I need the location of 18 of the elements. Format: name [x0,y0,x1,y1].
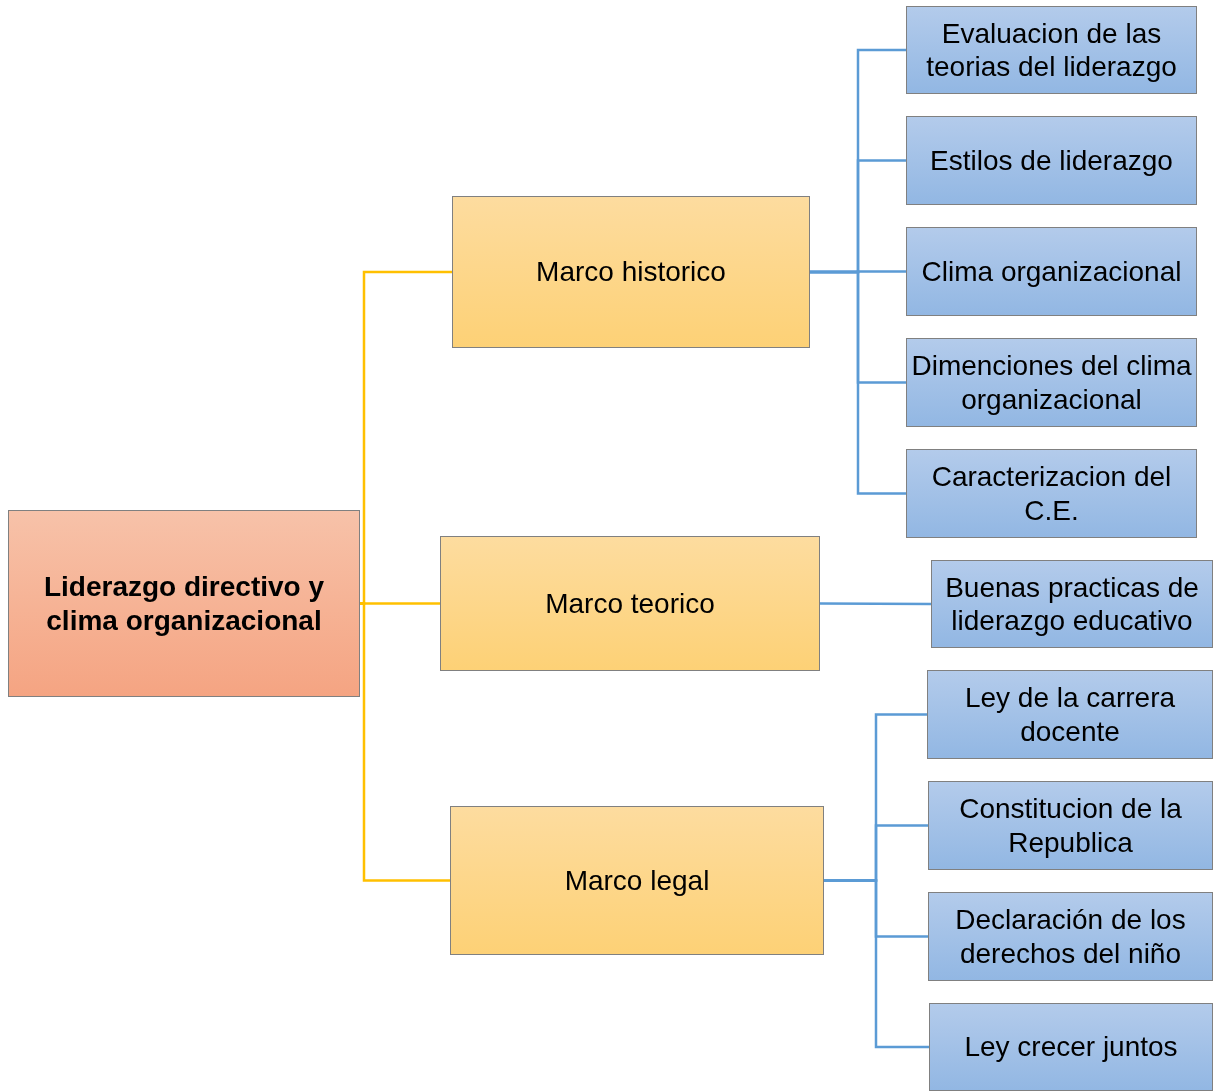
connector-line [820,602,931,606]
topic-box: Evaluacion de las teorias del liderazgo [906,6,1197,94]
topic-box: Buenas practicas de liderazgo educativo [931,560,1213,648]
category-box: Marco teorico [440,536,820,671]
topic-box: Declaración de los derechos del niño [928,892,1213,981]
topic-box: Ley crecer juntos [929,1003,1213,1091]
connector-line [824,879,929,1049]
topic-box: Dimenciones del clima organizacional [906,338,1197,427]
topic-box: Clima organizacional [906,227,1197,316]
root-box: Liderazgo directivo y clima organizacional [8,510,360,697]
topic-box: Estilos de liderazgo [906,116,1197,205]
category-box: Marco legal [450,806,824,955]
topic-box: Caracterizacion del C.E. [906,449,1197,538]
topic-box: Ley de la carrera docente [927,670,1213,759]
category-box: Marco historico [452,196,810,348]
connector-line [360,602,450,882]
connector-line [810,270,906,495]
topic-box: Constitucion de la Republica [928,781,1213,870]
